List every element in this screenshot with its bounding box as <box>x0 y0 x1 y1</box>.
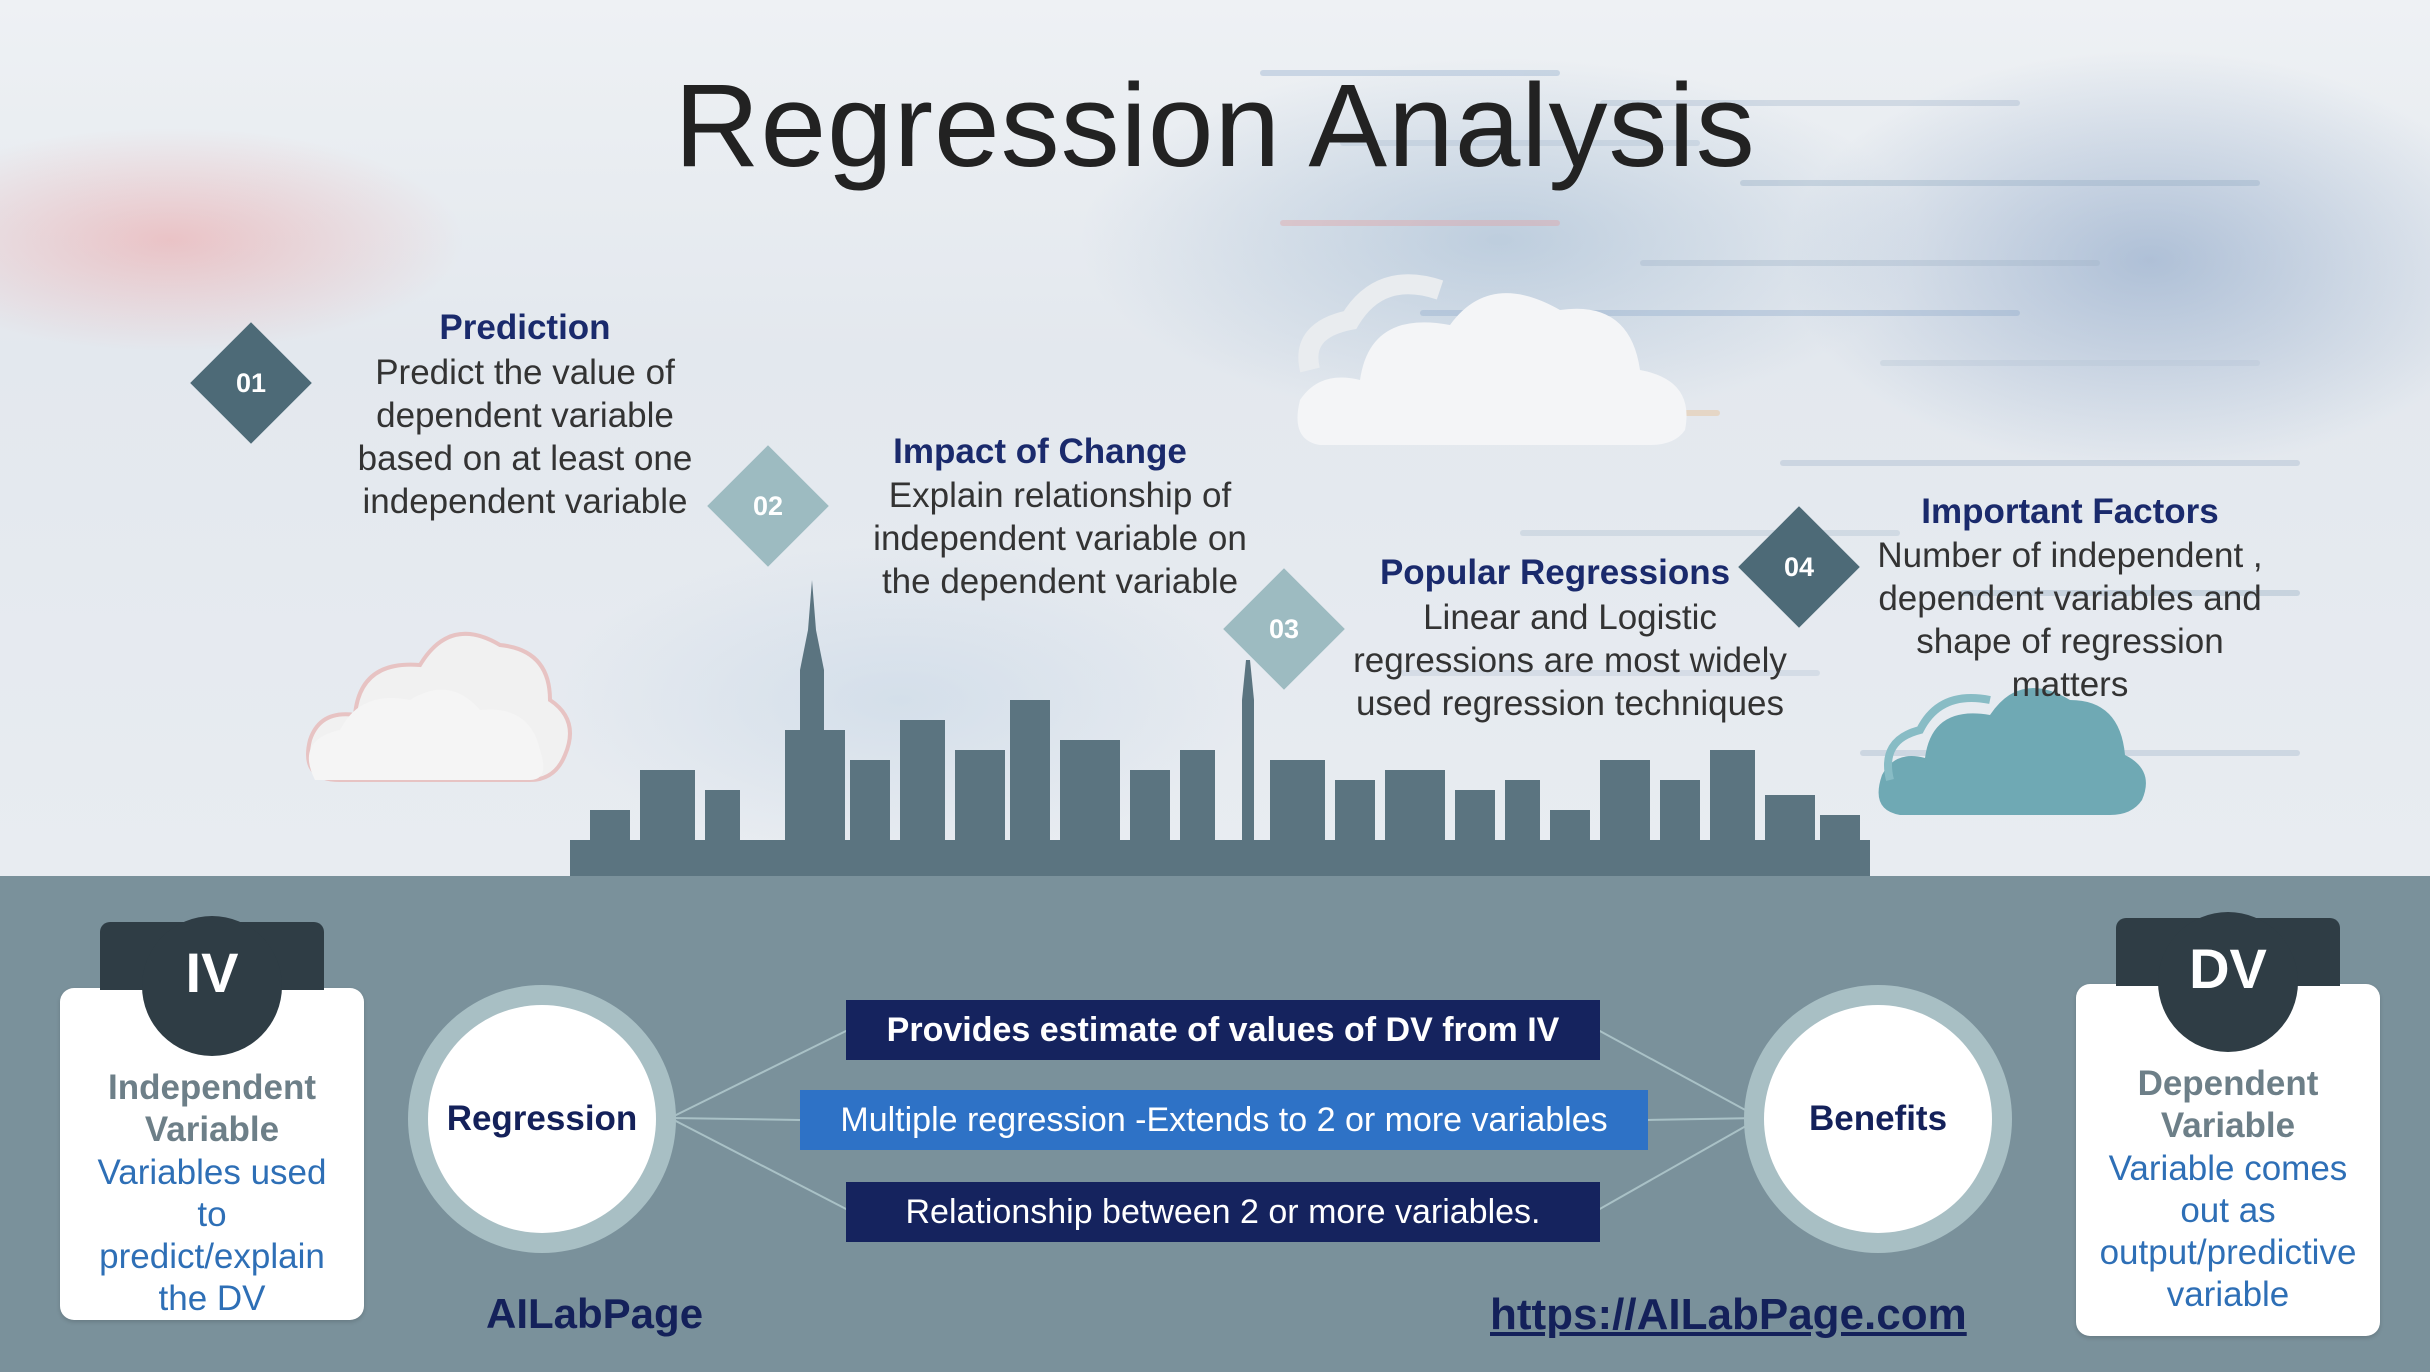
dv-heading: Dependent Variable <box>2137 1064 2319 1145</box>
step-03-body-line: used regression techniques <box>1355 684 1785 723</box>
bar-relationship: Relationship between 2 or more variables… <box>846 1182 1600 1242</box>
step-01-body: Predict the value of dependent variable … <box>320 351 730 523</box>
regression-label: Regression <box>446 1099 638 1138</box>
step-02-body-line: the dependent variable <box>881 562 1239 601</box>
step-04-body-line: Number of independent , <box>1877 536 2263 575</box>
step-02-body-line: Explain relationship of <box>888 476 1232 515</box>
dv-tab-label: DV <box>2189 937 2267 1000</box>
step-03-body: Linear and Logistic regressions are most… <box>1330 596 1810 725</box>
brand-label: AILabPage <box>486 1290 704 1337</box>
iv-tab-label: IV <box>185 941 239 1004</box>
step-03-heading: Popular Regressions <box>1379 553 1731 592</box>
dv-tab-circle <box>2158 912 2298 1052</box>
website-link[interactable]: https://AILabPage.com <box>1490 1290 1967 1339</box>
bar-multiple-regression: Multiple regression -Extends to 2 or mor… <box>800 1090 1648 1150</box>
step-04-body: Number of independent , dependent variab… <box>1860 534 2280 706</box>
step-02-body-line: independent variable on <box>873 519 1247 558</box>
step-02-body: Explain relationship of independent vari… <box>850 474 1270 603</box>
benefits-label: Benefits <box>1808 1099 1948 1138</box>
step-04-heading: Important Factors <box>1921 492 2219 531</box>
step-04-body-line: dependent variables and <box>1878 579 2262 618</box>
step-03-body-line: Linear and Logistic <box>1423 598 1717 637</box>
step-04-body-line: shape of regression <box>1916 622 2224 661</box>
iv-heading: Independent Variable <box>107 1068 317 1149</box>
step-03-number: 03 <box>1268 614 1300 644</box>
city-skyline-illustration <box>570 580 1870 880</box>
iv-body: Variables used to predict/explain the DV <box>97 1153 327 1318</box>
step-02-heading: Impact of Change <box>893 432 1187 471</box>
step-01-number: 01 <box>235 368 267 398</box>
page-title: Regression Analysis <box>674 60 1756 192</box>
step-01-body-line: dependent variable <box>376 396 674 435</box>
cloud-illustration-right <box>1878 688 2146 815</box>
step-01-heading: Prediction <box>439 308 611 347</box>
iv-tab-circle <box>142 916 282 1056</box>
dv-body: Variable comes out as output/predictive … <box>2099 1149 2357 1314</box>
step-04-body-line: matters <box>2011 665 2129 704</box>
benefits-circle: Benefits <box>1764 1005 1992 1233</box>
step-01-body-line: Predict the value of <box>375 353 675 392</box>
step-02-number: 02 <box>752 491 784 521</box>
bar-estimate: Provides estimate of values of DV from I… <box>846 1000 1600 1060</box>
step-01-body-line: based on at least one <box>357 439 693 478</box>
regression-circle: Regression <box>428 1005 656 1233</box>
step-03-body-line: regressions are most widely <box>1353 641 1787 680</box>
step-01-body-line: independent variable <box>362 482 688 521</box>
step-04-number: 04 <box>1783 552 1815 582</box>
cloud-illustration-center <box>1297 274 1687 445</box>
cloud-illustration-left <box>306 631 572 782</box>
upper-background <box>0 0 2430 880</box>
